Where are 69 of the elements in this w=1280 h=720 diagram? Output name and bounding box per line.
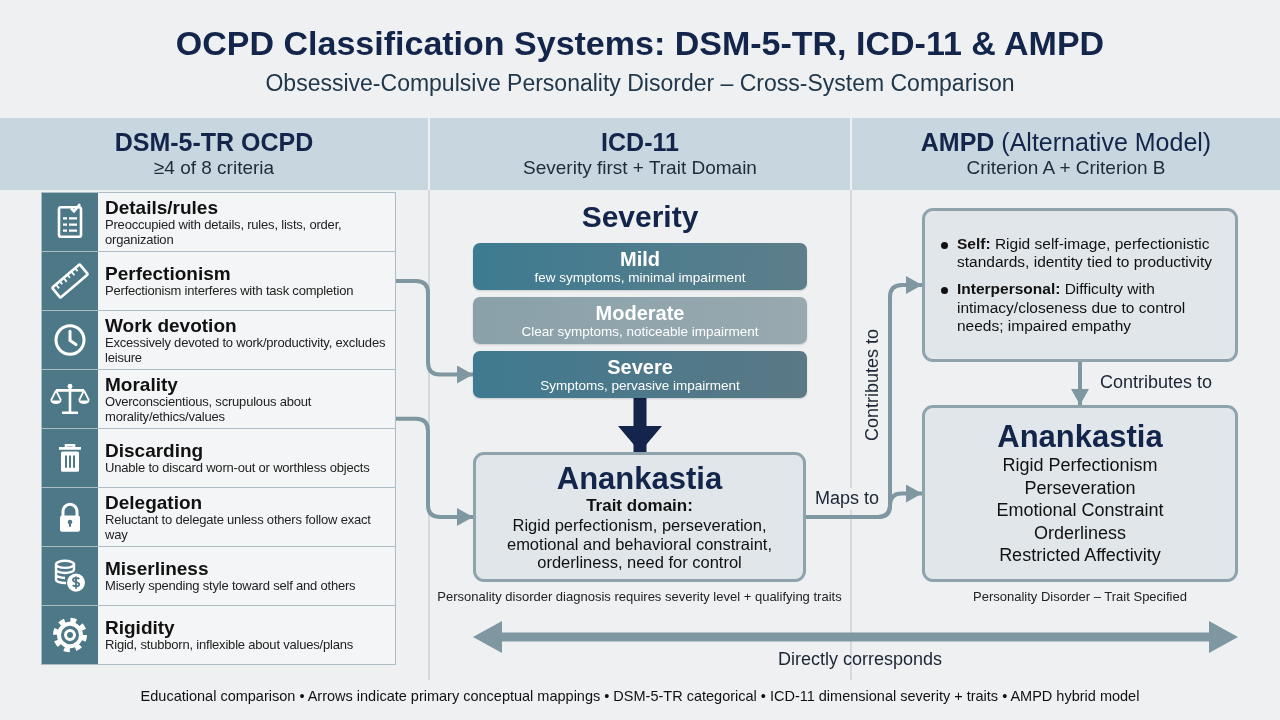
block-arrow — [618, 398, 662, 452]
level-description: Clear symptoms, noticeable impairment — [521, 323, 759, 340]
trait-domain-box — [922, 405, 1238, 582]
trait-item: Restricted Affectivity — [999, 544, 1161, 567]
severity-level-box — [473, 351, 807, 398]
column-title: ICD-11 — [601, 128, 679, 157]
column-subtitle: ≥4 of 8 criteria — [153, 156, 275, 180]
level-title: Severe — [607, 355, 673, 378]
criterion-description: Rigid, stubborn, inflexible about values/plans — [105, 638, 354, 653]
level-title: Moderate — [595, 301, 685, 324]
criterion-description: Perfectionism interferes with task completion — [105, 284, 354, 299]
domain-title: Anankastia — [556, 462, 723, 497]
criterion-description: Overconscientious, scrupulous about morality/ethics/values — [105, 395, 313, 425]
severity-level-box — [473, 243, 807, 290]
column-subtitle: Severity first + Trait Domain — [523, 156, 757, 180]
trait-item: Perseveration — [1024, 476, 1136, 500]
trait-domain-box — [473, 452, 806, 582]
severity-level-box — [473, 297, 807, 344]
criterion-title: Delegation — [105, 491, 203, 514]
criterion-card — [41, 369, 396, 429]
connector-arrow — [396, 279, 473, 384]
bullet-text: Interpersonal: Difficulty with intimacy/closeness due to control needs; impaired empathy — [957, 280, 1187, 336]
criterion-card — [41, 310, 396, 370]
column-subtitle: Criterion A + Criterion B — [966, 156, 1166, 180]
column-title: AMPD (Alternative Model) — [920, 128, 1212, 157]
criterion-box — [922, 208, 1238, 362]
domain-title: Anankastia — [997, 420, 1163, 455]
level-description: Symptoms, pervasive impairment — [540, 377, 740, 394]
connector-arrow — [1071, 362, 1089, 405]
arrow-label: Directly corresponds — [777, 649, 943, 671]
section-heading: Severity — [581, 200, 699, 235]
criterion-description: Reluctant to delegate unless others follow exact way — [105, 513, 372, 543]
trait-item: Emotional Constraint — [996, 499, 1164, 522]
criterion-title: Morality — [105, 373, 178, 396]
criterion-card — [41, 546, 396, 606]
criterion-card — [41, 251, 396, 311]
criterion-card — [41, 192, 396, 252]
subtitle: Obsessive-Compulsive Personality Disorder – Cross-System Comparison — [265, 70, 1015, 98]
edge-label: Maps to — [813, 488, 881, 510]
criterion-card — [41, 428, 396, 488]
criterion-title: Miserliness — [105, 558, 209, 580]
column-header — [430, 118, 850, 190]
column-header — [0, 118, 428, 190]
connector-arrow — [396, 416, 473, 526]
title: OCPD Classification Systems: DSM-5-TR, ICD-11 & AMPD — [175, 24, 1105, 64]
criterion-title: Work devotion — [105, 314, 237, 337]
criterion-card — [41, 605, 396, 665]
criterion-description: Miserly spending style toward self and others — [105, 579, 356, 594]
criterion-title: Rigidity — [105, 617, 175, 639]
column-title: DSM-5-TR OCPD — [114, 128, 314, 157]
note-text: Personality disorder diagnosis requires severity level + qualifying traits — [437, 590, 842, 605]
bullet-text: Self: Rigid self-image, perfectionistic standards, identity tied to productivity — [957, 234, 1214, 272]
trait-item: Rigid Perfectionism — [1002, 454, 1158, 477]
trait-item: Orderliness — [1034, 521, 1126, 545]
footer-caption: Educational comparison • Arrows indicate primary conceptual mappings • DSM-5-TR categorical • ICD-11 dimensional severity + traits • AMPD hybrid model — [140, 688, 1140, 706]
criterion-title: Discarding — [105, 440, 204, 462]
criterion-title: Details/rules — [105, 196, 218, 219]
criterion-title: Perfectionism — [105, 263, 231, 285]
criterion-card — [41, 487, 396, 547]
note-text: Personality Disorder – Trait Specified — [973, 590, 1187, 605]
criterion-description: Excessively devoted to work/productivity, excludes leisure — [105, 336, 387, 366]
connector-arrow — [806, 276, 922, 519]
criterion-description: Preoccupied with details, rules, lists, order, organization — [105, 218, 343, 248]
criterion-description: Unable to discard worn-out or worthless objects — [105, 461, 370, 476]
domain-subtitle: Trait domain: — [586, 496, 693, 516]
domain-description: Rigid perfectionism, perseveration, emotional and behavioral constraint, orderliness, need for control — [505, 515, 774, 572]
level-title: Mild — [620, 247, 660, 270]
column-header — [852, 118, 1280, 190]
level-description: few symptoms, minimal impairment — [534, 269, 746, 286]
